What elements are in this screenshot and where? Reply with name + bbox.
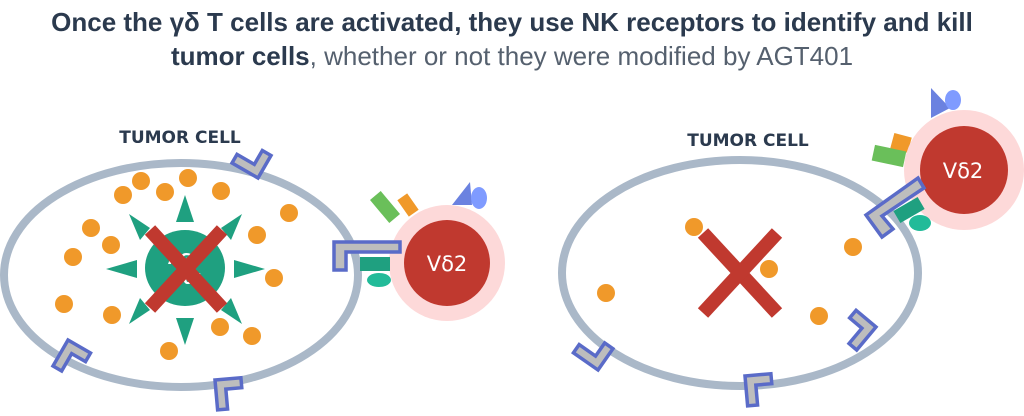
title-line-1: Once the γδ T cells are activated, they … [51,7,973,37]
right-panel: TUMOR CELL Vδ2 [558,88,1024,408]
left-granules [55,169,298,360]
right-granules [597,218,862,325]
title-bold: tumor cells [170,41,310,71]
nucleus-spikes [106,195,265,345]
left-vd2-t-cell: Vδ2 [332,182,505,321]
right-kill-x-icon [697,228,783,318]
right-tumor-cell-label: TUMOR CELL [687,131,809,151]
left-tumor-cell-label: TUMOR CELL [119,128,241,148]
left-receptor-bottom [213,375,246,412]
left-engaged-receptor [332,240,402,272]
right-t-cell-label: Vδ2 [943,159,984,183]
title-line-2: tumor cells, whether or not they were mo… [0,40,1024,72]
right-receptor-bottom [743,371,776,408]
left-kill-x-icon [144,225,228,313]
right-vd2-t-cell: Vδ2 [863,88,1024,240]
left-t-cell-label: Vδ2 [427,252,468,276]
left-panel: TUMOR CELL AGT 401 [0,128,505,412]
right-engaged-receptor [863,175,927,240]
title-rest: , whether or not they were modified by A… [309,41,854,71]
